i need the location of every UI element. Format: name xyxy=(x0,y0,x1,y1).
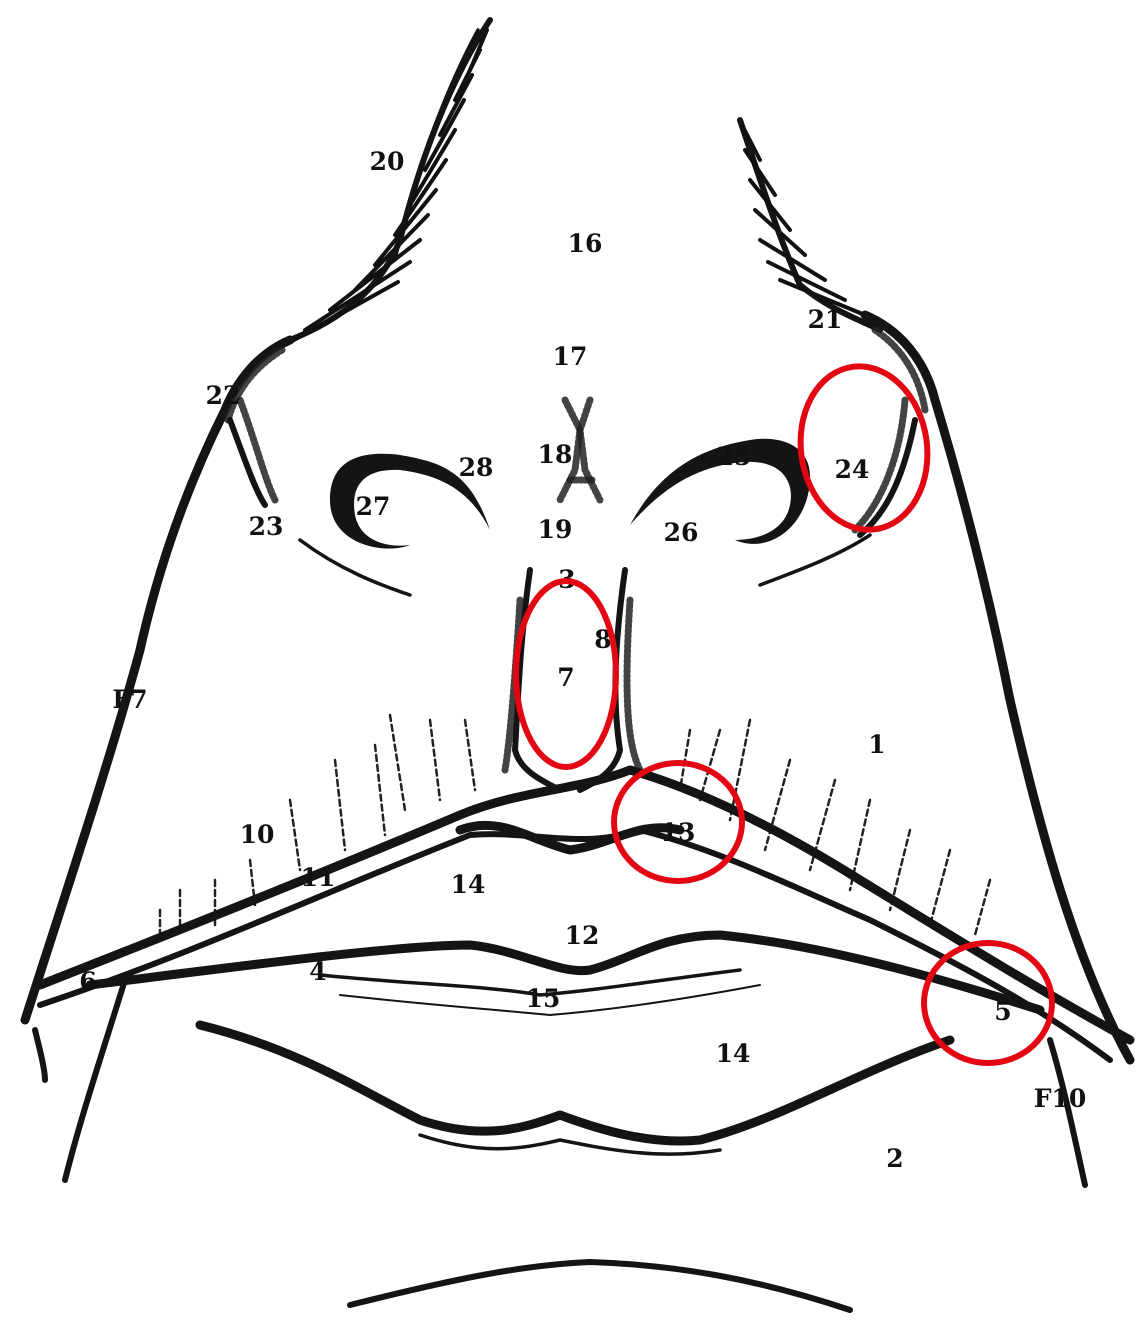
right-horn-hatching xyxy=(740,120,880,330)
left-horn-hatching xyxy=(285,20,490,345)
label-10: 10 xyxy=(240,820,275,849)
label-F7: F7 xyxy=(112,685,147,714)
label-19: 19 xyxy=(538,515,573,544)
upper-lip xyxy=(40,770,1130,1060)
label-22: 22 xyxy=(206,381,241,410)
label-23: 23 xyxy=(249,512,284,541)
label-4: 4 xyxy=(309,957,326,986)
label-F10: F10 xyxy=(1034,1084,1087,1113)
label-15: 15 xyxy=(526,984,561,1013)
label-18: 18 xyxy=(538,440,573,469)
label-26: 26 xyxy=(664,518,699,547)
label-28: 28 xyxy=(459,453,494,482)
label-24: 24 xyxy=(835,455,870,484)
label-2: 2 xyxy=(886,1144,903,1173)
lower-lip xyxy=(200,1025,950,1154)
label-13: 13 xyxy=(661,818,696,847)
label-25: 25 xyxy=(717,442,752,471)
label-20: 20 xyxy=(370,147,405,176)
label-1: 1 xyxy=(868,730,885,759)
labels: 16 17 18 19 20 21 22 23 24 25 26 27 28 3… xyxy=(79,147,1086,1173)
label-7: 7 xyxy=(557,663,574,692)
label-16: 16 xyxy=(568,229,603,258)
label-6: 6 xyxy=(79,967,96,996)
label-21: 21 xyxy=(808,305,843,334)
label-11: 11 xyxy=(301,863,336,892)
label-17: 17 xyxy=(553,342,588,371)
label-12: 12 xyxy=(565,921,600,950)
label-14-lower: 14 xyxy=(716,1039,751,1068)
label-27: 27 xyxy=(356,492,391,521)
label-5: 5 xyxy=(994,997,1011,1026)
chin-line xyxy=(350,1262,850,1310)
label-14-upper: 14 xyxy=(451,870,486,899)
